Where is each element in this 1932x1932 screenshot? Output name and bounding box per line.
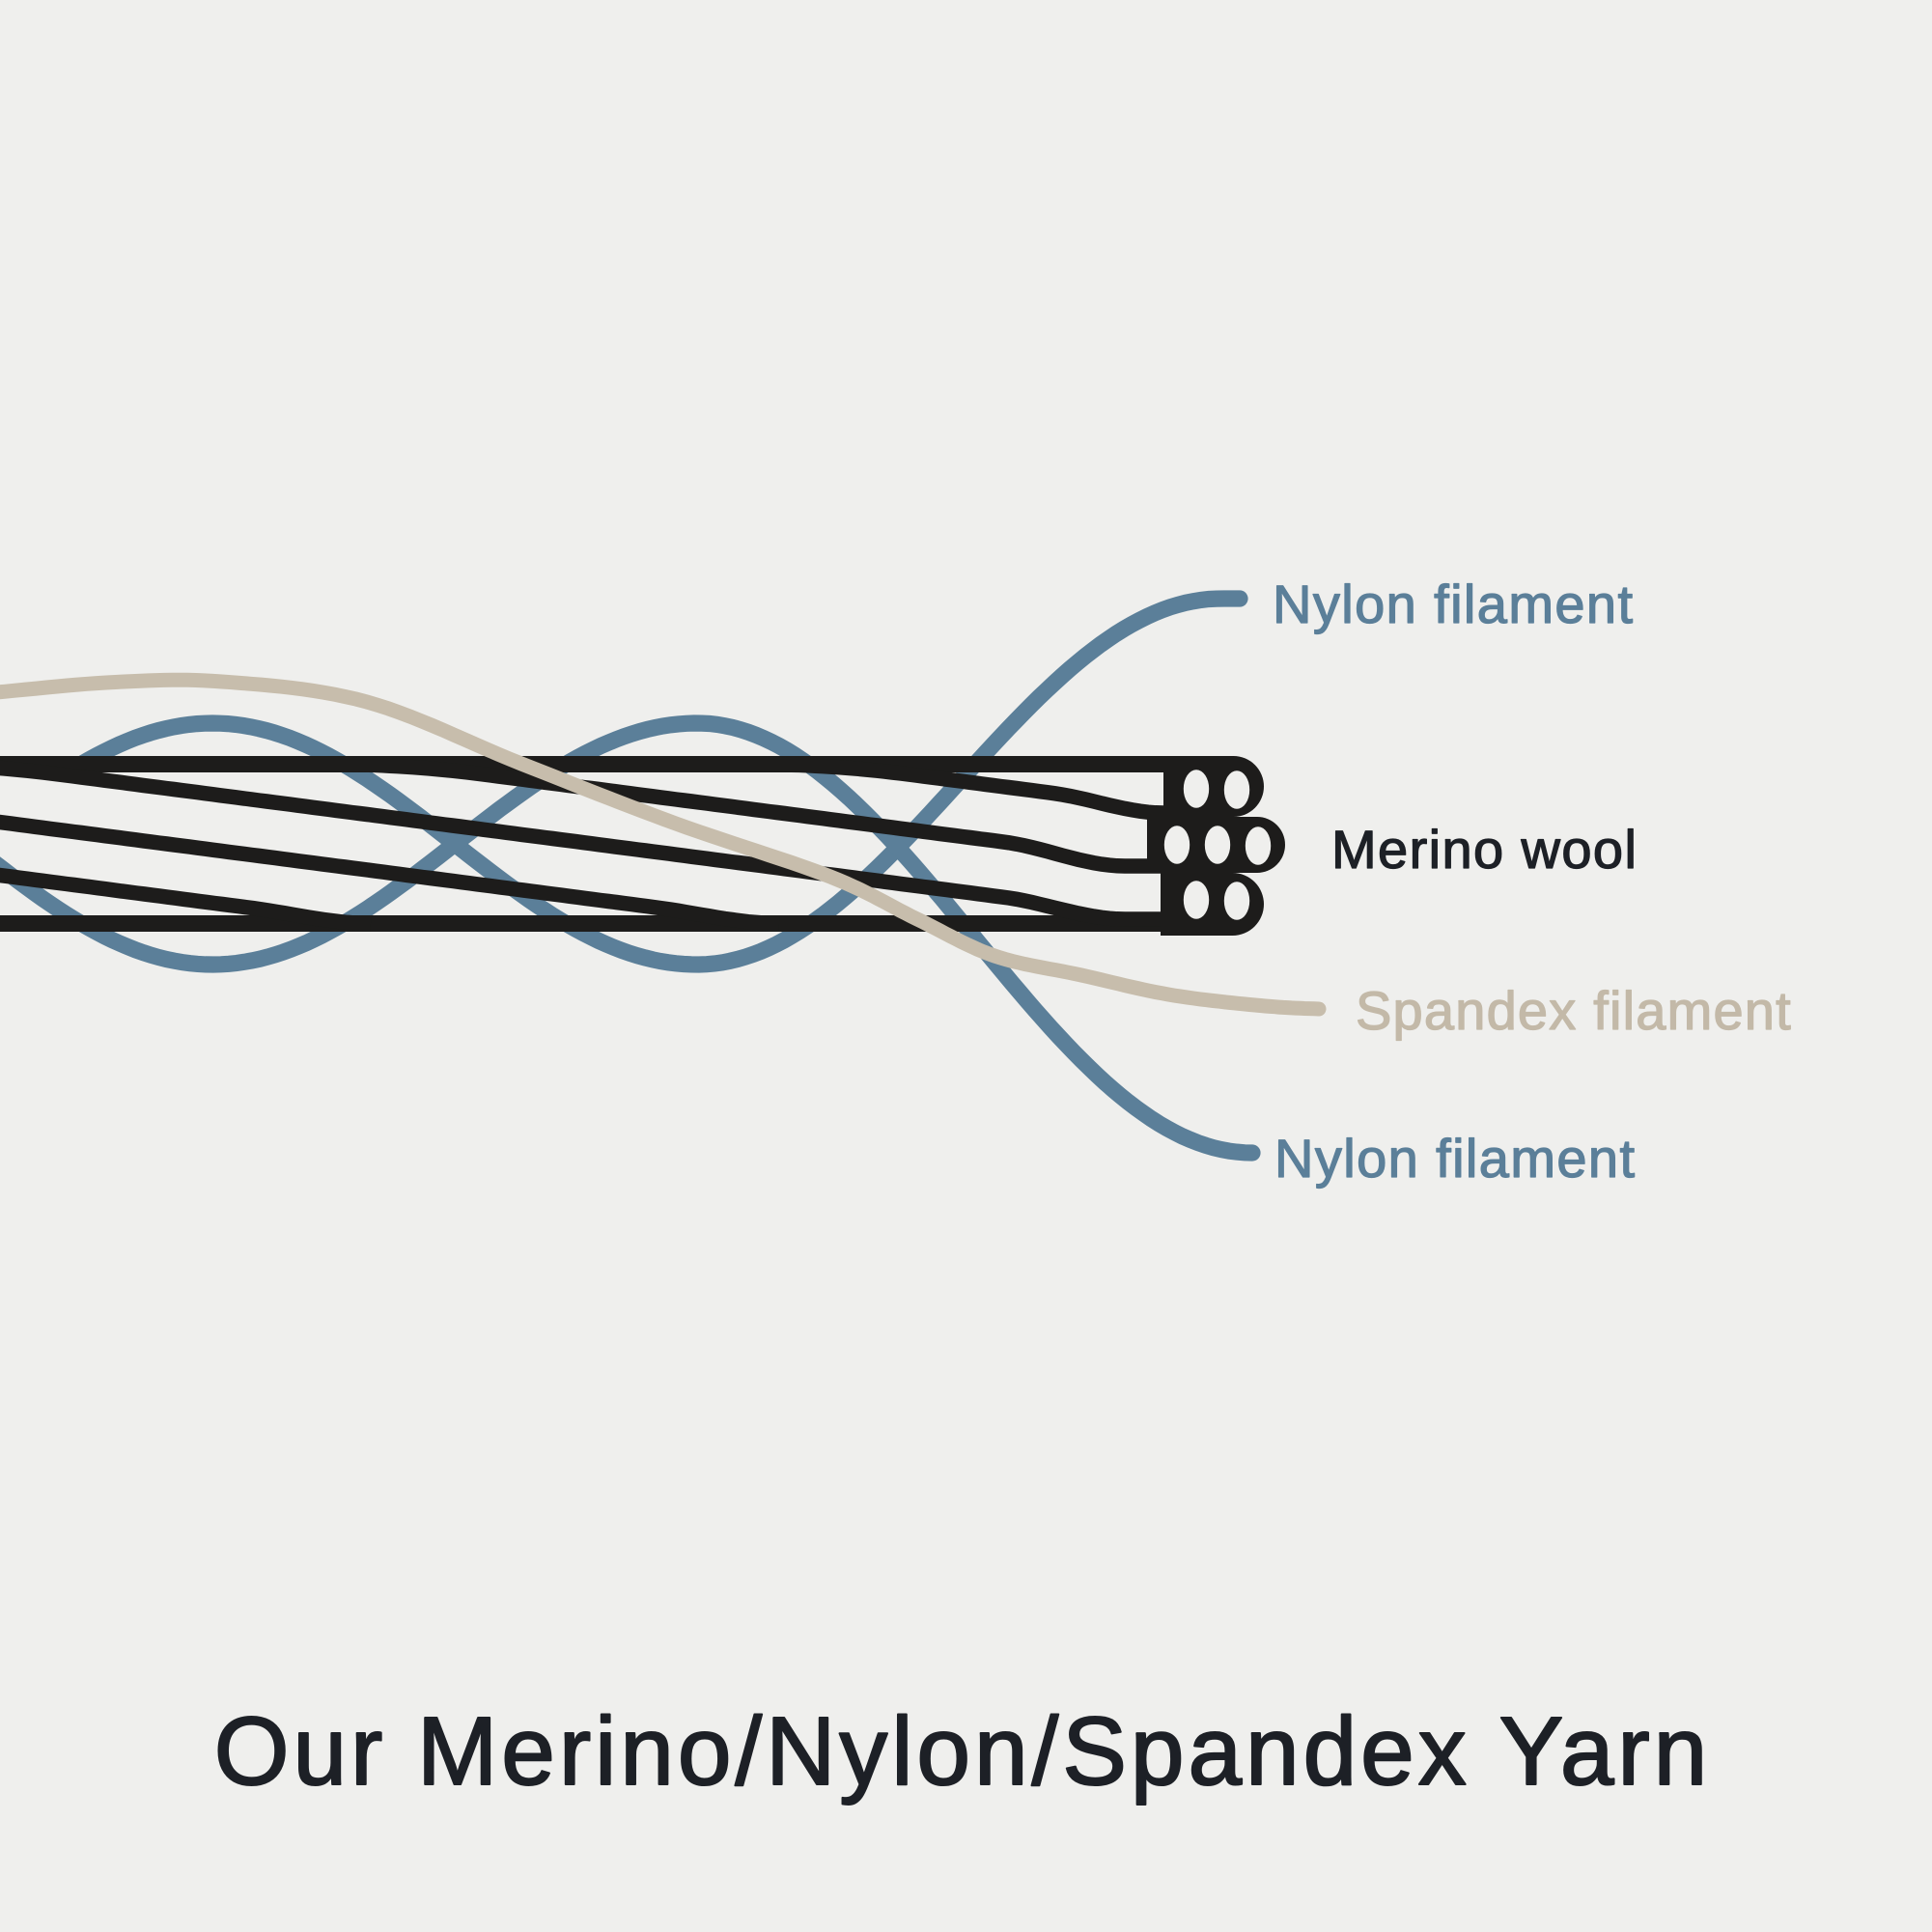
svg-text:Nylon filament: Nylon filament <box>1274 1128 1636 1189</box>
svg-text:Nylon filament: Nylon filament <box>1273 574 1634 634</box>
svg-text:Spandex filament: Spandex filament <box>1356 980 1792 1041</box>
svg-text:Our Merino/Nylon/Spandex Yarn: Our Merino/Nylon/Spandex Yarn <box>214 1697 1712 1806</box>
svg-text:Merino wool: Merino wool <box>1331 819 1638 880</box>
